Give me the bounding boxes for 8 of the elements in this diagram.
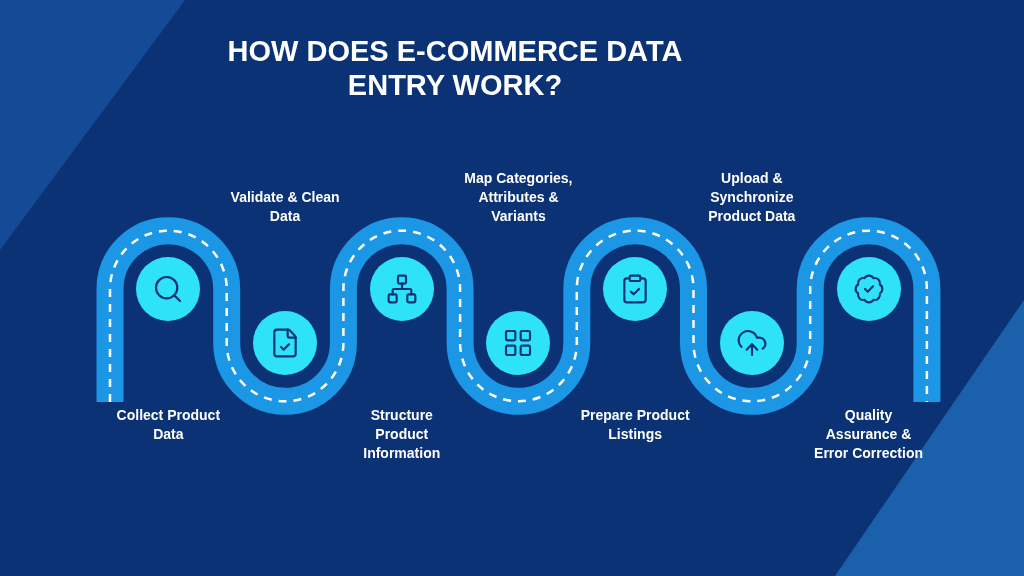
step-label: Map Categories, Attributes & Variants <box>463 169 574 226</box>
step-label: Prepare Product Listings <box>579 406 691 444</box>
step-label: Collect Product Data <box>115 406 222 444</box>
step-label: Upload & Synchronize Product Data <box>707 169 797 226</box>
step-label: Structure Product Information <box>362 406 442 463</box>
step-label: Validate & Clean Data <box>229 188 341 226</box>
step-label: Quality Assurance & Error Correction <box>813 406 924 463</box>
title: HOW DOES E-COMMERCE DATA ENTRY WORK? <box>226 34 684 102</box>
